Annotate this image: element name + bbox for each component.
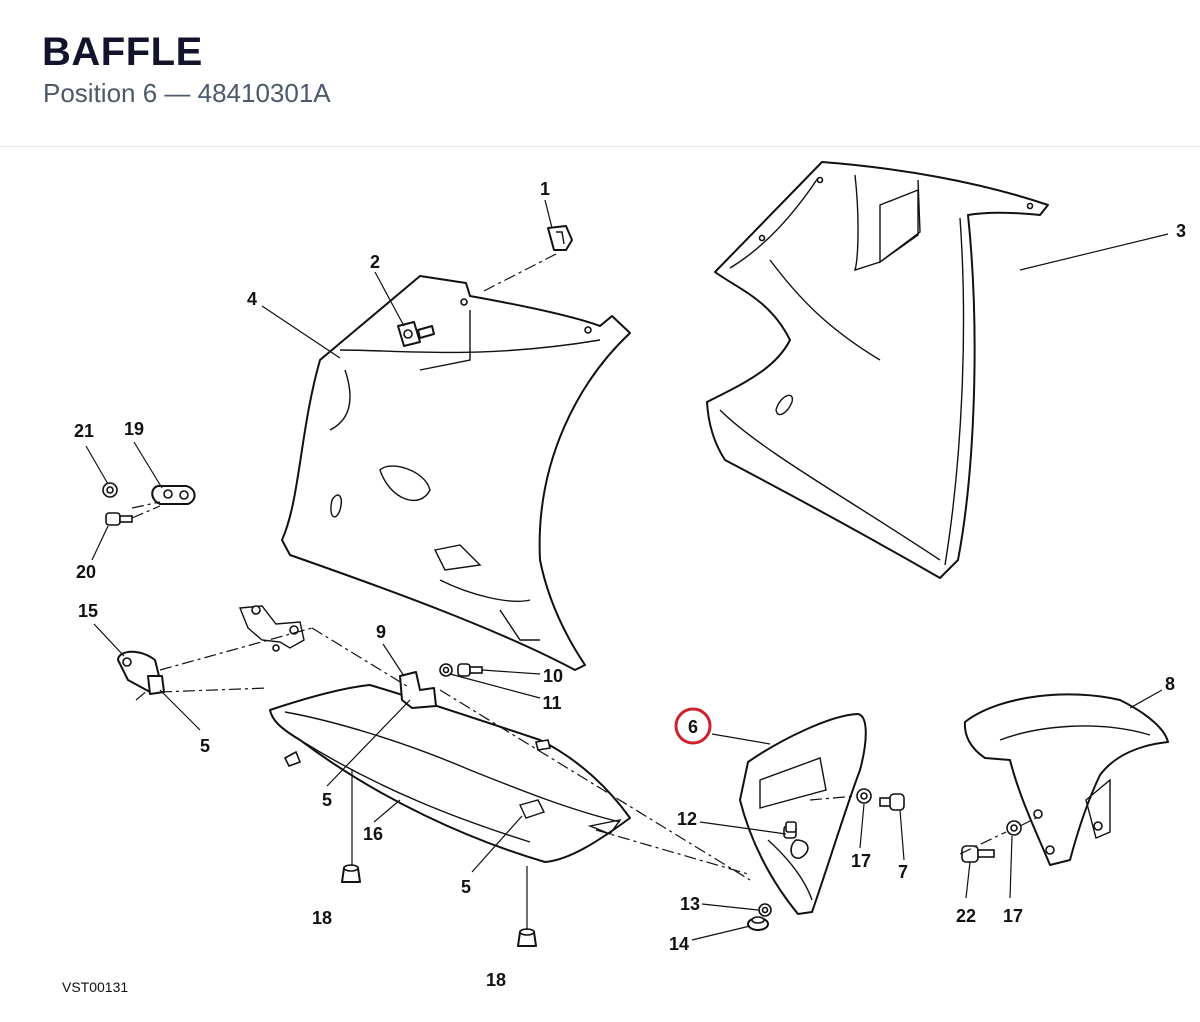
callout-18-right: 18	[486, 970, 506, 990]
part-18-grommet[interactable]	[517, 928, 537, 947]
part-6-baffle[interactable]	[739, 713, 867, 915]
part-19-bracket[interactable]	[151, 485, 196, 505]
callout-9: 9	[376, 622, 386, 642]
part-18-grommet[interactable]	[341, 864, 361, 883]
part-14-grommet[interactable]	[747, 916, 769, 931]
callout-17-right: 17	[1003, 906, 1023, 926]
part-17-washer[interactable]	[856, 788, 872, 804]
part-9-bracket[interactable]	[399, 671, 437, 709]
part-16-belly-pan[interactable]	[269, 684, 631, 863]
callout-8: 8	[1165, 674, 1175, 694]
part-3-fairing-panel[interactable]	[706, 161, 1049, 579]
callout-7: 7	[898, 862, 908, 882]
callout-3: 3	[1176, 221, 1186, 241]
part-21-nut[interactable]	[102, 482, 118, 498]
actuator-assembly	[239, 605, 305, 652]
part-13-washer[interactable]	[758, 903, 772, 917]
part-2-fastener[interactable]	[397, 321, 435, 347]
part-17-washer[interactable]	[1006, 820, 1022, 836]
page-header: BAFFLE Position 6 — 48410301A	[0, 0, 1200, 147]
callout-2: 2	[370, 252, 380, 272]
part-8-fender[interactable]	[963, 693, 1169, 866]
part-12-screw[interactable]	[785, 821, 797, 833]
callout-13: 13	[680, 894, 700, 914]
callout-1: 1	[540, 179, 550, 199]
part-1-clip[interactable]	[547, 225, 573, 251]
callout-5-low: 5	[461, 877, 471, 897]
part-15-bracket[interactable]	[117, 650, 165, 695]
part-10-screw[interactable]	[457, 663, 483, 677]
diagram-code: VST00131	[62, 979, 128, 995]
page-subtitle: Position 6 — 48410301A	[43, 78, 331, 108]
callout-6: 6	[688, 717, 698, 737]
callout-22: 22	[956, 906, 976, 926]
part-11-washer[interactable]	[439, 663, 453, 677]
callout-16: 16	[363, 824, 383, 844]
part-20-screw[interactable]	[105, 512, 133, 526]
callout-5-left: 5	[200, 736, 210, 756]
callout-17-mid: 17	[851, 851, 871, 871]
callout-14: 14	[669, 934, 689, 954]
callout-4: 4	[247, 289, 257, 309]
part-7-screw[interactable]	[879, 793, 905, 811]
callout-19: 19	[124, 419, 144, 439]
leader-lines	[85, 199, 1169, 941]
callout-10: 10	[543, 666, 563, 686]
assembly-lines	[131, 253, 1041, 881]
page-title: BAFFLE	[42, 30, 203, 74]
highlight-ring	[674, 707, 712, 745]
callout-11: 11	[542, 693, 561, 713]
callout-21: 21	[74, 421, 94, 441]
callout-5-mid: 5	[322, 790, 332, 810]
callout-15: 15	[78, 601, 98, 621]
callout-12: 12	[677, 809, 697, 829]
part-4-fairing-panel[interactable]	[281, 275, 631, 671]
callout-18-left: 18	[312, 908, 332, 928]
callout-20: 20	[76, 562, 96, 582]
part-22-screw[interactable]	[961, 845, 995, 863]
callout-labels: 1 2 3 4 21 19 20 15 5 9 10 11 5 16 18 5 …	[74, 179, 1186, 990]
